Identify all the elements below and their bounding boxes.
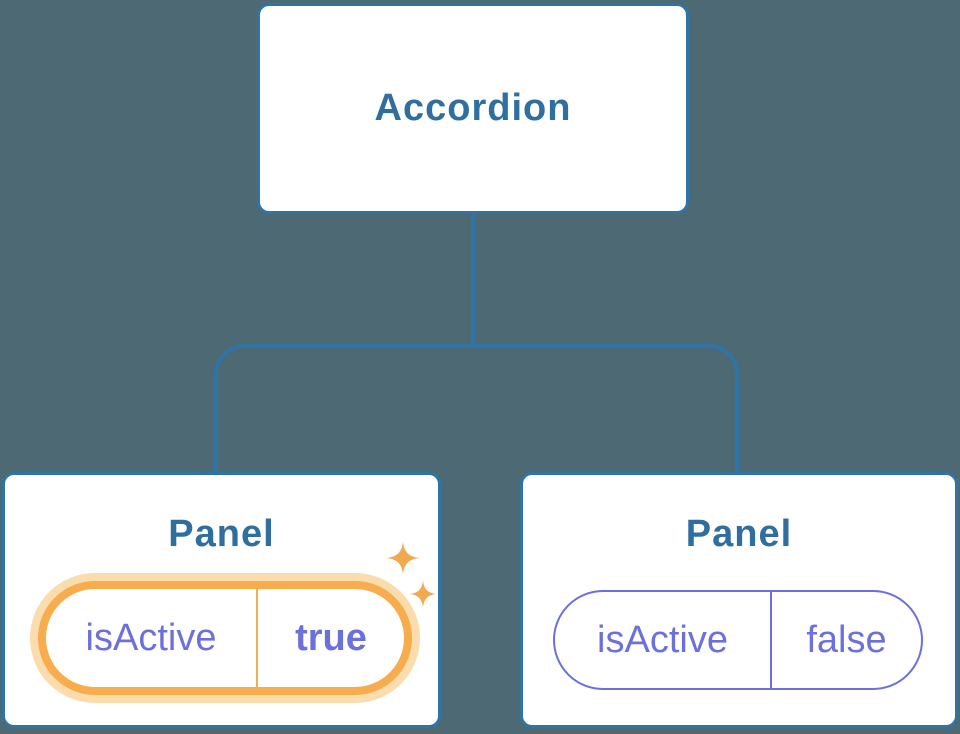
pill-divider xyxy=(770,592,772,688)
state-key: isActive xyxy=(85,616,217,659)
panel-title: Panel xyxy=(168,513,275,555)
panel-title: Panel xyxy=(685,513,793,555)
sparkles-icon xyxy=(386,541,437,608)
state-value: true xyxy=(295,616,367,659)
connector-branch xyxy=(214,344,739,472)
panel-node-idle: Panel isActive false xyxy=(520,472,958,728)
pill-divider xyxy=(256,589,258,687)
state-value: false xyxy=(806,618,887,661)
panel-node-active: Panel isActive true xyxy=(2,472,441,728)
state-key: isActive xyxy=(597,618,728,661)
state-pill-idle: isActive false xyxy=(553,590,923,690)
connector-stem xyxy=(471,212,475,348)
accordion-node-label: Accordion xyxy=(374,87,572,129)
state-pill-active: isActive true xyxy=(38,581,412,695)
accordion-node: Accordion xyxy=(257,3,689,214)
state-pill-highlight-halo: isActive true xyxy=(30,573,420,703)
